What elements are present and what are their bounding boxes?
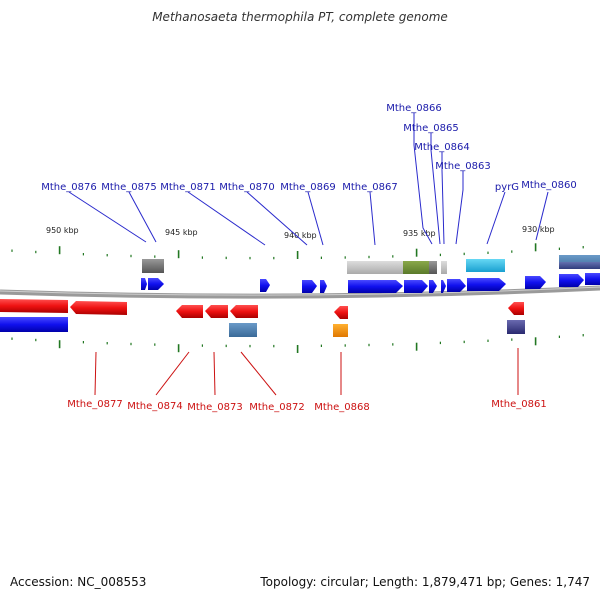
leader-pyrg	[486, 191, 506, 245]
bottom-leader-lines	[94, 348, 519, 396]
feature-box-mthe-0865[interactable]	[429, 261, 437, 274]
feature-box-pyrg[interactable]	[466, 259, 505, 272]
feature-box-mthe-0860-b[interactable]	[559, 262, 600, 269]
reverse-feature-boxes	[0, 317, 525, 337]
gene-rev-left-edge[interactable]	[0, 299, 68, 313]
scale-label-935: 935 kbp	[403, 229, 436, 238]
feature-box-mthe-0866[interactable]	[403, 261, 430, 274]
gene-label-mthe-0875[interactable]: Mthe_0875	[101, 182, 157, 193]
gene-label-mthe-0872[interactable]: Mthe_0872	[249, 402, 305, 413]
gene-label-mthe-0864[interactable]: Mthe_0864	[414, 142, 470, 153]
forward-genes	[141, 273, 600, 293]
map-title: Methanosaeta thermophila PT, complete ge…	[152, 10, 448, 24]
leader-mthe-0871	[187, 191, 266, 246]
gene-label-mthe-0873[interactable]: Mthe_0873	[187, 402, 243, 413]
gene-fwd-mthe-0864[interactable]	[441, 280, 446, 293]
gene-label-pyrg[interactable]: pyrG	[495, 182, 519, 193]
leader-mthe-0872	[240, 351, 277, 396]
gene-label-mthe-0863[interactable]: Mthe_0863	[435, 161, 491, 172]
genome-summary-text: Topology: circular; Length: 1,879,471 bp…	[260, 575, 590, 589]
gene-rev-mthe-0872[interactable]	[230, 305, 258, 318]
gene-label-mthe-0874[interactable]: Mthe_0874	[127, 401, 183, 412]
leader-mthe-0863	[455, 171, 464, 245]
leader-mthe-0870	[246, 191, 308, 246]
forward-feature-boxes	[142, 255, 600, 274]
gene-label-mthe-0868[interactable]: Mthe_0868	[314, 402, 370, 413]
gene-label-mthe-0860[interactable]: Mthe_0860	[521, 180, 577, 191]
gene-rev-mthe-0868[interactable]	[334, 306, 348, 319]
feature-box-left-edge[interactable]	[0, 317, 68, 332]
gene-rev-mthe-0877[interactable]	[70, 301, 127, 315]
feature-box-mthe-0868[interactable]	[333, 324, 348, 337]
gene-label-mthe-0877[interactable]: Mthe_0877	[67, 399, 123, 410]
gene-fwd-mthe-0870[interactable]	[302, 280, 317, 293]
gene-fwd-right-2[interactable]	[585, 273, 600, 285]
gene-label-mthe-0876[interactable]: Mthe_0876	[41, 182, 97, 193]
leader-mthe-0865	[430, 133, 441, 245]
gene-label-mthe-0865[interactable]: Mthe_0865	[403, 123, 459, 134]
gene-rev-mthe-0861[interactable]	[508, 302, 524, 315]
top-leader-lines	[68, 113, 549, 246]
leader-mthe-0873	[213, 351, 216, 396]
gene-label-mthe-0871[interactable]: Mthe_0871	[160, 182, 216, 193]
gene-fwd-mthe-0860[interactable]	[525, 276, 546, 289]
gene-fwd-mthe-0865[interactable]	[429, 280, 437, 293]
feature-box-mthe-0875[interactable]	[142, 259, 164, 273]
gene-label-mthe-0870[interactable]: Mthe_0870	[219, 182, 275, 193]
gene-fwd-mthe-0866[interactable]	[404, 280, 428, 293]
leader-mthe-0877	[94, 351, 97, 396]
tick-row-bottom	[11, 334, 584, 353]
gene-label-mthe-0867[interactable]: Mthe_0867	[342, 182, 398, 193]
gene-label-mthe-0869[interactable]: Mthe_0869	[280, 182, 336, 193]
gene-fwd-mthe-0871[interactable]	[260, 279, 270, 292]
feature-box-mthe-0861[interactable]	[507, 320, 525, 334]
gene-label-mthe-0861[interactable]: Mthe_0861	[491, 399, 547, 410]
leader-mthe-0864	[441, 152, 445, 245]
feature-box-mthe-0864[interactable]	[441, 261, 447, 274]
leader-mthe-0860	[535, 191, 549, 241]
gene-rev-mthe-0874[interactable]	[176, 305, 203, 318]
feature-box-mthe-0867[interactable]	[347, 261, 405, 274]
leader-mthe-0869	[307, 191, 324, 246]
reverse-genes	[0, 299, 524, 319]
gene-fwd-pyrg[interactable]	[467, 278, 506, 291]
leader-mthe-0867	[369, 191, 376, 246]
tick-row-top	[11, 243, 584, 260]
scale-label-945: 945 kbp	[165, 228, 198, 237]
leader-mthe-0876	[68, 191, 147, 243]
scale-label-940: 940 kbp	[284, 231, 317, 240]
leader-mthe-0874	[155, 351, 190, 396]
genome-backbone-highlight	[0, 286, 600, 296]
leader-mthe-0866	[413, 113, 433, 245]
leader-mthe-0875	[128, 191, 157, 243]
gene-fwd-mthe-0876[interactable]	[141, 278, 147, 290]
gene-label-mthe-0866[interactable]: Mthe_0866	[386, 103, 442, 114]
gene-fwd-mthe-0875[interactable]	[148, 278, 164, 290]
accession-text: Accession: NC_008553	[10, 575, 147, 589]
gene-fwd-mthe-0867[interactable]	[348, 280, 403, 293]
gene-rev-mthe-0873[interactable]	[205, 305, 228, 318]
genome-backbone	[0, 285, 600, 299]
gene-fwd-right-1[interactable]	[559, 274, 584, 287]
gene-fwd-mthe-0869[interactable]	[320, 280, 327, 293]
scale-label-950: 950 kbp	[46, 226, 79, 235]
gene-fwd-mthe-0863[interactable]	[447, 279, 466, 292]
feature-box-mthe-0872[interactable]	[229, 323, 257, 337]
